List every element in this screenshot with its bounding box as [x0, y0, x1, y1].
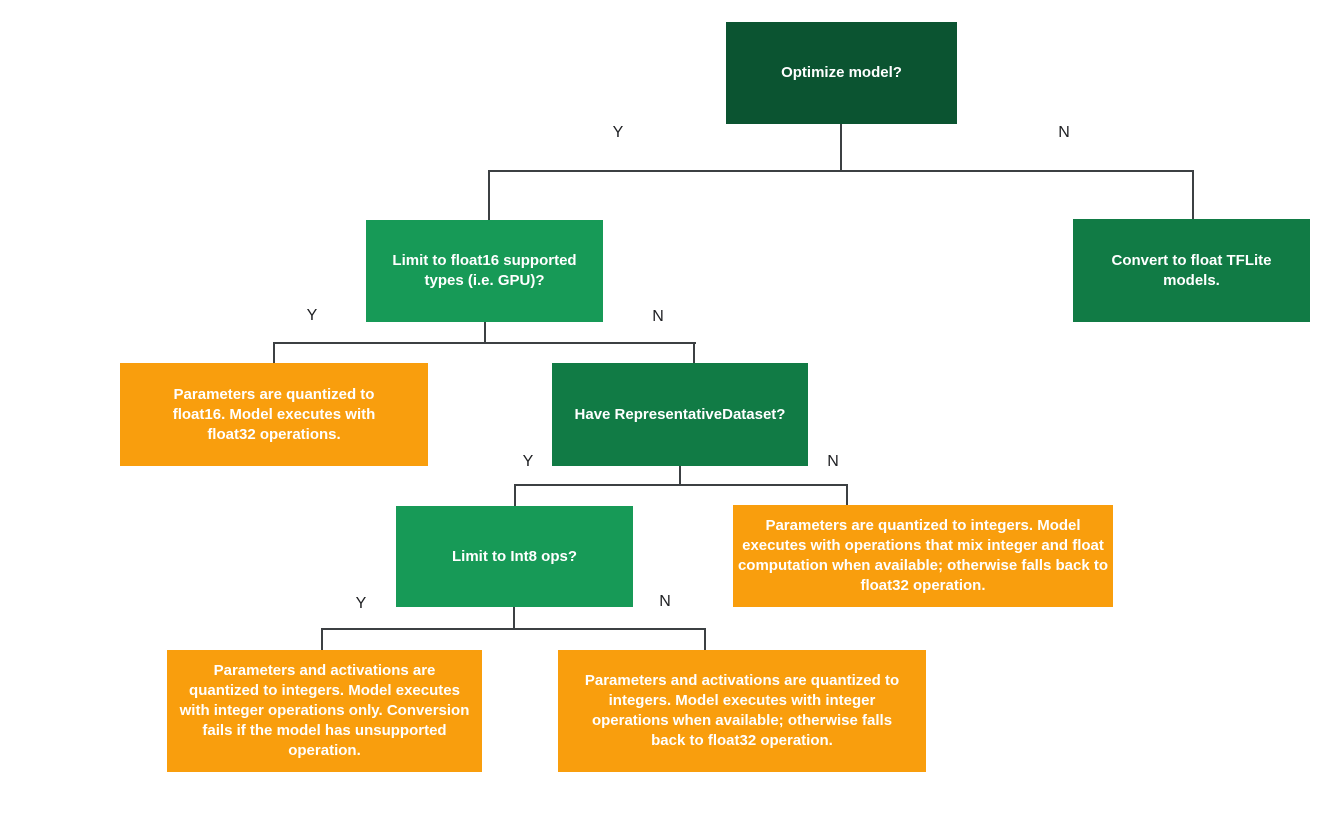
edge-level4-drop-no — [704, 628, 706, 650]
edge-int8-stem — [513, 607, 515, 630]
branch-label-no: N — [652, 308, 664, 325]
branch-label-yes: Y — [612, 124, 624, 141]
node-label: Limit to float16 supported types (i.e. G… — [392, 252, 577, 289]
edge-level1-horizontal — [488, 170, 1194, 172]
node-label: Convert to float TFLite models. — [1111, 251, 1272, 289]
node-mixed-quantization-result: Parameters are quantized to integers. Mo… — [733, 505, 1113, 607]
node-label: Parameters are quantized to float16. Mod… — [172, 385, 376, 443]
node-limit-float16: Limit to float16 supported types (i.e. G… — [366, 220, 603, 322]
node-float16-result: Parameters are quantized to float16. Mod… — [120, 363, 428, 466]
node-label: Optimize model? — [781, 64, 902, 81]
node-label: Parameters are quantized to integers. Mo… — [737, 517, 1109, 594]
node-int8-fallback-result: Parameters and activations are quantized… — [558, 650, 926, 772]
branch-label-yes: Y — [306, 307, 318, 324]
node-have-representative-dataset: Have RepresentativeDataset? — [552, 363, 808, 466]
edge-float16-stem — [484, 322, 486, 344]
edge-level3-drop-no — [846, 484, 848, 505]
node-optimize-model: Optimize model? — [726, 22, 957, 124]
node-label: Parameters and activations are quantized… — [179, 662, 470, 759]
node-limit-int8-ops: Limit to Int8 ops? — [396, 506, 633, 607]
edge-dataset-stem — [679, 466, 681, 486]
branch-label-no: N — [827, 453, 839, 470]
edge-level2-drop-no — [693, 342, 695, 363]
edge-level4-horizontal — [321, 628, 706, 630]
edge-level1-drop-yes — [488, 170, 490, 220]
node-label: Limit to Int8 ops? — [452, 547, 577, 565]
edge-level3-drop-yes — [514, 484, 516, 506]
branch-label-yes: Y — [355, 595, 367, 612]
edge-level2-drop-yes — [273, 342, 275, 363]
node-convert-float-tflite: Convert to float TFLite models. — [1073, 219, 1310, 322]
edge-level1-drop-no — [1192, 170, 1194, 219]
node-int8-only-result: Parameters and activations are quantized… — [167, 650, 482, 772]
edge-level2-horizontal — [273, 342, 696, 344]
edge-level4-drop-yes — [321, 628, 323, 650]
edge-optimize-stem — [840, 124, 842, 172]
node-label: Have RepresentativeDataset? — [574, 405, 786, 423]
edge-level3-horizontal — [514, 484, 848, 486]
branch-label-no: N — [1058, 124, 1070, 141]
node-label: Parameters and activations are quantized… — [584, 672, 900, 749]
branch-label-yes: Y — [522, 453, 534, 470]
branch-label-no: N — [659, 593, 671, 610]
